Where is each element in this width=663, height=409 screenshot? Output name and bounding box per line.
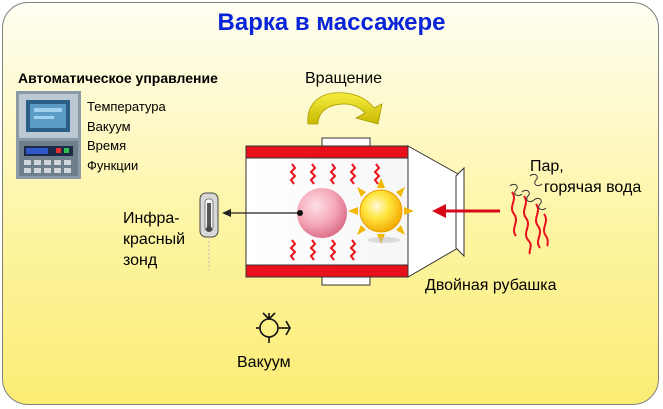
jacket-bottom-wall bbox=[245, 264, 409, 278]
steam-label-line2: горячая вода bbox=[544, 179, 642, 196]
sun-icon bbox=[348, 178, 414, 244]
steam-arrow-head bbox=[432, 204, 446, 218]
steam-label-line1: Пар, bbox=[530, 158, 564, 175]
param-functions: Функции bbox=[87, 157, 139, 173]
param-vacuum: Вакуум bbox=[87, 118, 131, 134]
heat-wave-icon bbox=[289, 163, 381, 261]
steam-icon bbox=[509, 173, 549, 255]
jacket-top-wall bbox=[245, 145, 409, 159]
probe-label-line2: красный bbox=[123, 231, 186, 248]
probe-label: Инфра- красный зонд bbox=[123, 208, 185, 271]
probe-arrow bbox=[222, 209, 231, 217]
thermometer-probe-icon bbox=[199, 192, 219, 270]
jacket-label: Двойная рубашка bbox=[425, 277, 557, 294]
probe-label-line1: Инфра- bbox=[123, 210, 180, 227]
vacuum-label: Вакуум bbox=[237, 354, 291, 371]
vacuum-pump-icon bbox=[256, 312, 291, 343]
param-temperature: Температура bbox=[87, 99, 166, 114]
probe-label-line3: зонд bbox=[123, 252, 158, 269]
param-time: Время bbox=[87, 138, 127, 153]
steam-label: Пар, горячая вода bbox=[530, 156, 641, 198]
probe-tip bbox=[297, 210, 303, 216]
control-params-list: Температура Вакуум Время Функции bbox=[87, 97, 166, 175]
rotation-arrow-icon bbox=[307, 92, 383, 125]
sun-shadow bbox=[368, 237, 400, 243]
page-title: Варка в массажере bbox=[217, 9, 446, 36]
auto-control-heading: Автоматическое управление bbox=[18, 70, 218, 86]
rotation-label: Вращение bbox=[305, 70, 383, 87]
meat-ball-icon bbox=[297, 188, 347, 238]
control-panel-icon bbox=[16, 91, 81, 179]
